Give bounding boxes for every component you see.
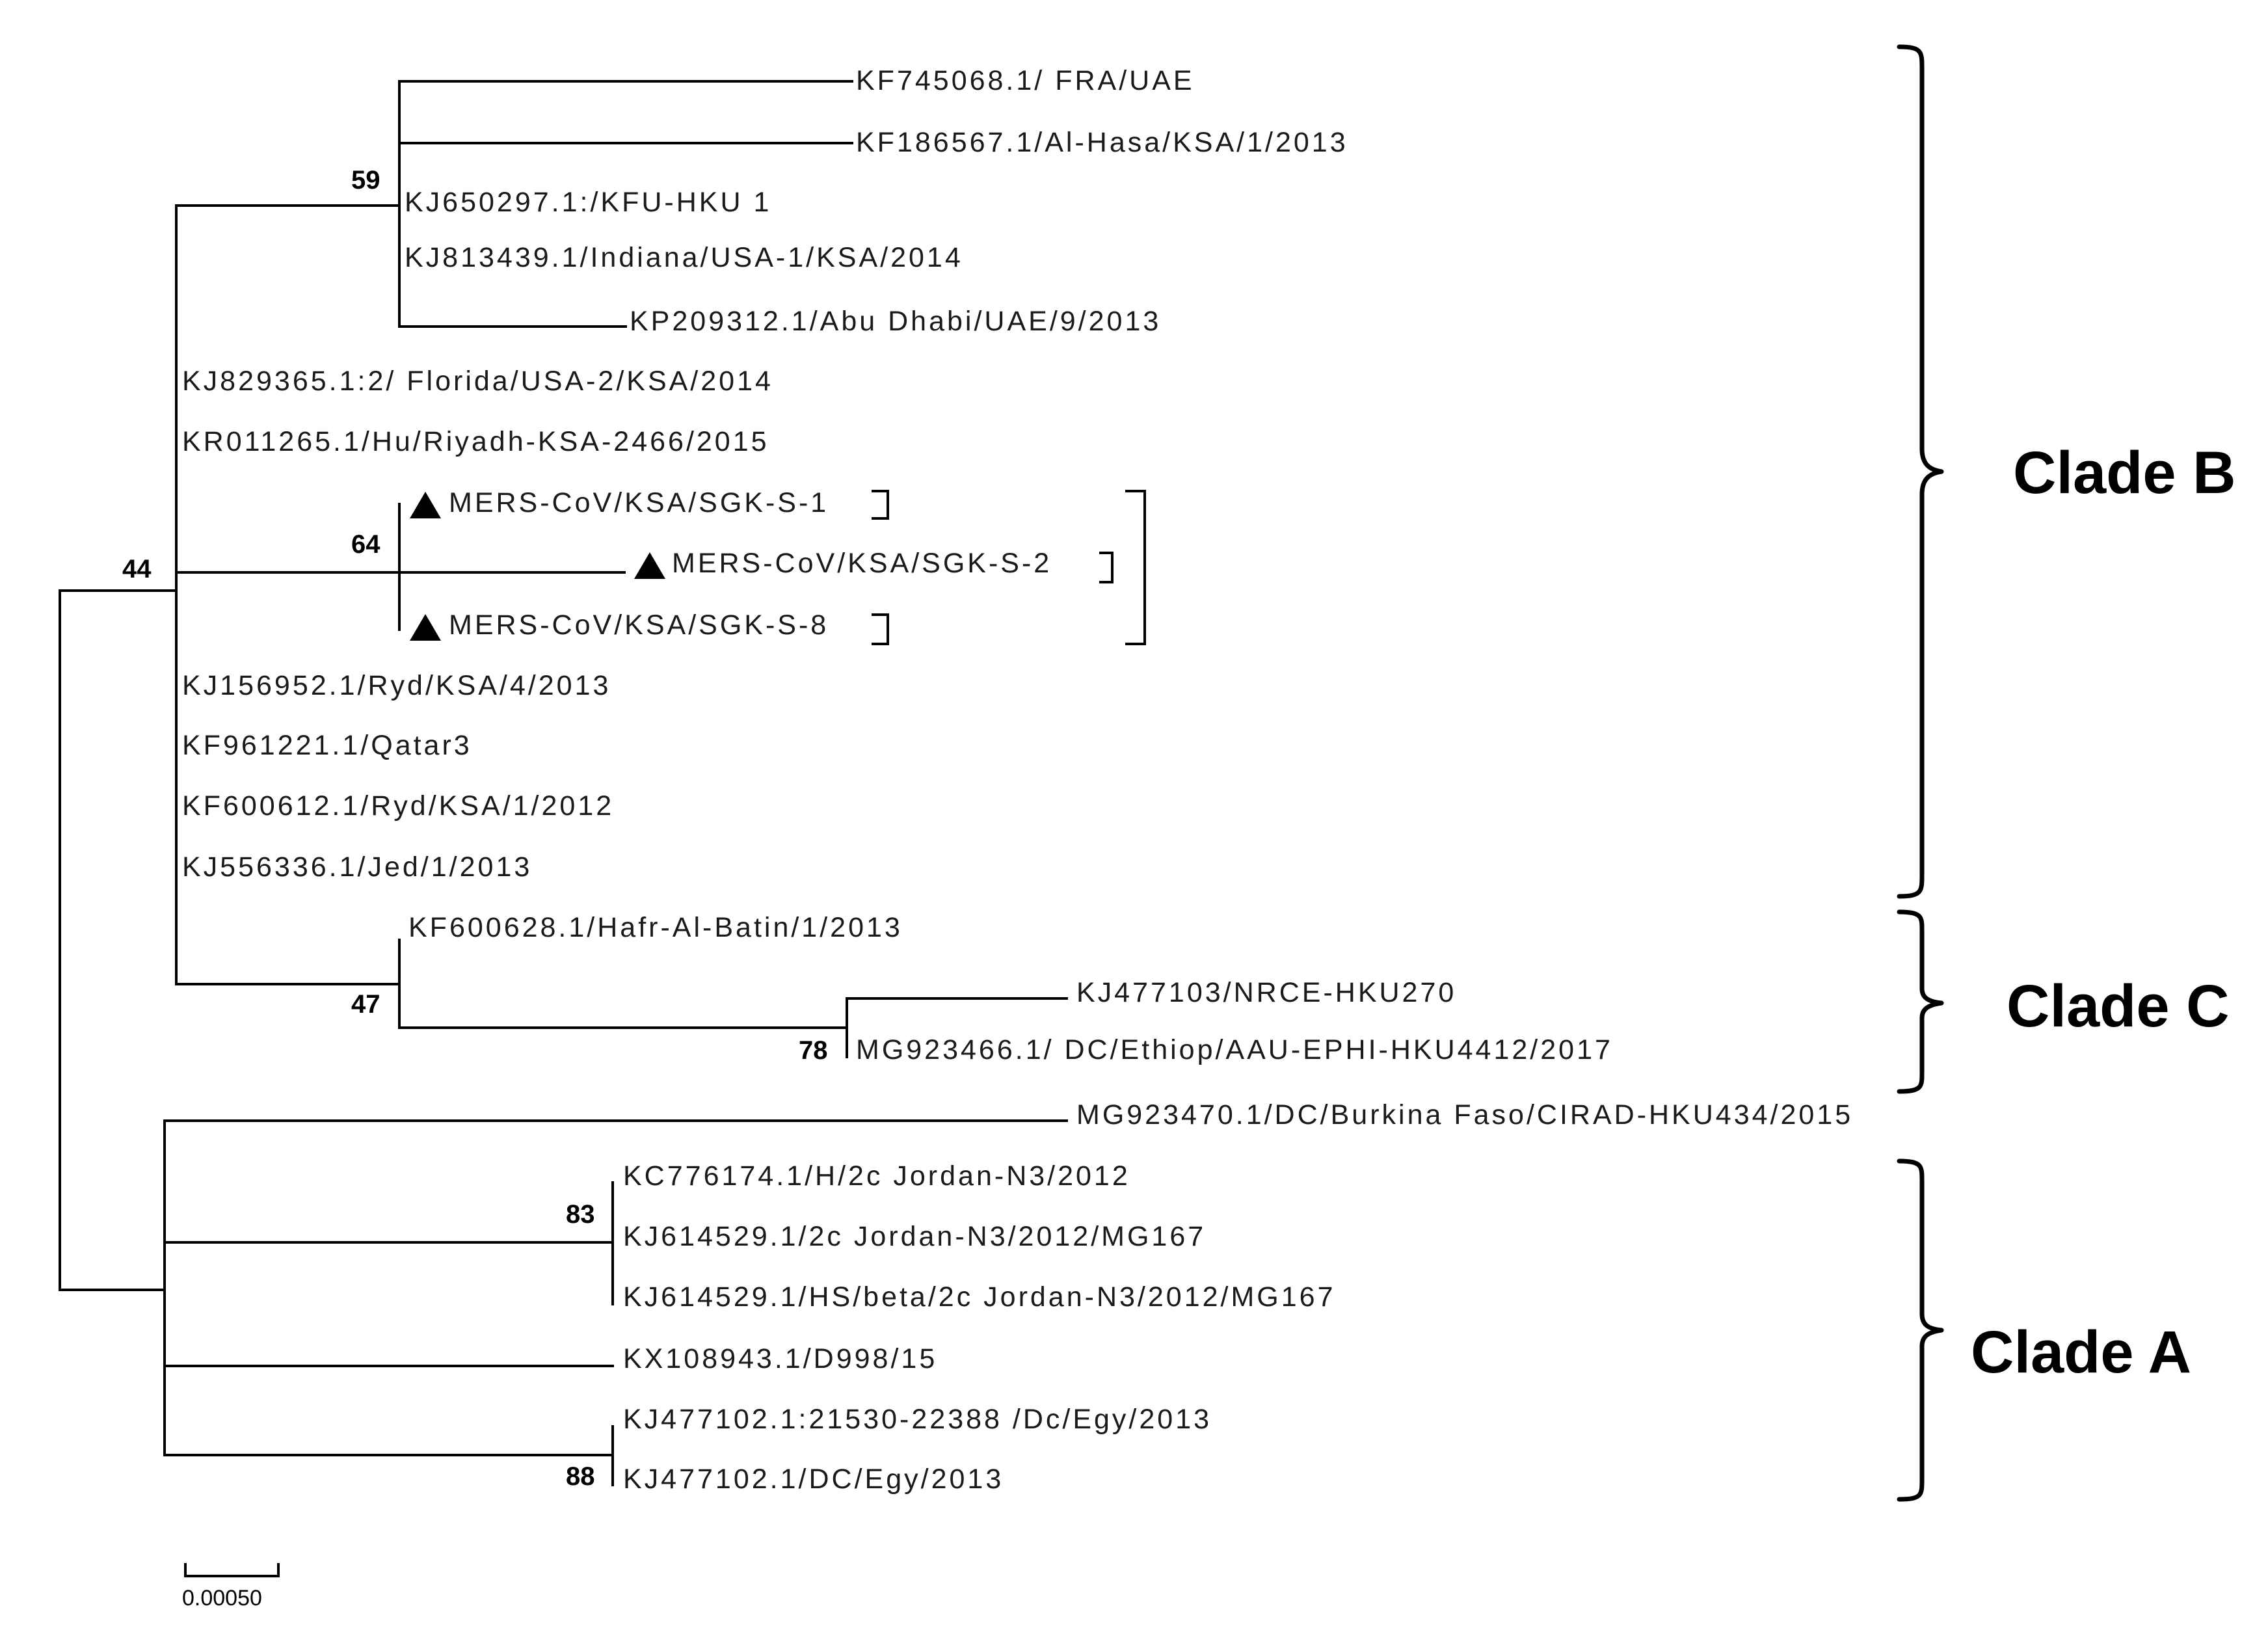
taxon-label: MG923466.1/ DC/Ethiop/AAU-EPHI-HKU4412/2…: [856, 1034, 1613, 1065]
bootstrap-value: 88: [566, 1462, 595, 1491]
taxon-label: KF600612.1/Ryd/KSA/1/2012: [182, 790, 614, 822]
taxon-label: KJ477102.1/DC/Egy/2013: [623, 1464, 1004, 1495]
taxon-label: MERS-CoV/KSA/SGK-S-1: [449, 487, 829, 518]
tree-branches: [59, 80, 1068, 1486]
bootstrap-value: 47: [351, 990, 380, 1019]
taxon-label: KJ614529.1/2c Jordan-N3/2012/MG167: [623, 1221, 1206, 1252]
clade-a-brace: [1897, 1158, 1944, 1502]
triangle-icon: [634, 552, 665, 579]
study-isolate-markers: [410, 492, 665, 641]
bootstrap-values: 59 44 64 47 78 83 88: [122, 166, 828, 1491]
taxon-label: KR011265.1/Hu/Riyadh-KSA-2466/2015: [182, 426, 769, 457]
isolate-bracket: [872, 490, 889, 520]
bootstrap-value: 59: [351, 166, 380, 194]
isolate-group-brackets: [872, 490, 1146, 645]
taxon-label: KJ477103/NRCE-HKU270: [1076, 977, 1456, 1008]
taxon-label: KX108943.1/D998/15: [623, 1343, 937, 1374]
triangle-icon: [410, 492, 441, 518]
clade-b-brace: [1897, 44, 1944, 899]
taxon-label: KJ556336.1/Jed/1/2013: [182, 851, 532, 883]
bootstrap-value: 64: [351, 530, 380, 559]
taxon-label: MG923470.1/DC/Burkina Faso/CIRAD-HKU434/…: [1076, 1099, 1853, 1130]
taxon-label: KP209312.1/Abu Dhabi/UAE/9/2013: [630, 306, 1161, 337]
scale-bar-label: 0.00050: [182, 1586, 262, 1611]
taxon-label: MERS-CoV/KSA/SGK-S-8: [449, 609, 829, 641]
bootstrap-value: 83: [566, 1200, 595, 1229]
taxon-labels: KF745068.1/ FRA/UAE KF186567.1/Al-Hasa/K…: [182, 65, 1853, 1495]
taxon-label: KJ477102.1:21530-22388 /Dc/Egy/2013: [623, 1404, 1212, 1435]
clade-a-label: Clade A: [1971, 1319, 2191, 1385]
taxon-label: KF745068.1/ FRA/UAE: [856, 65, 1195, 96]
scale-bar: 0.00050: [182, 1563, 280, 1611]
isolate-bracket: [872, 613, 889, 645]
bootstrap-value: 78: [799, 1036, 828, 1065]
clade-annotations: Clade B Clade C Clade A: [1897, 44, 2236, 1502]
clade-c-brace: [1897, 909, 1944, 1094]
taxon-label: KJ650297.1:/KFU-HKU 1: [405, 187, 771, 218]
isolate-bracket: [1099, 552, 1114, 583]
isolate-group-bracket: [1125, 490, 1146, 645]
taxon-label: KF600628.1/Hafr-Al-Batin/1/2013: [408, 912, 903, 943]
taxon-label: KC776174.1/H/2c Jordan-N3/2012: [623, 1160, 1130, 1192]
taxon-label: KJ614529.1/HS/beta/2c Jordan-N3/2012/MG1…: [623, 1281, 1335, 1313]
taxon-label: MERS-CoV/KSA/SGK-S-2: [672, 548, 1052, 579]
taxon-label: KJ156952.1/Ryd/KSA/4/2013: [182, 670, 611, 701]
taxon-label: KJ813439.1/Indiana/USA-1/KSA/2014: [405, 242, 963, 273]
clade-c-label: Clade C: [2007, 973, 2230, 1039]
bootstrap-value: 44: [122, 555, 152, 583]
taxon-label: KJ829365.1:2/ Florida/USA-2/KSA/2014: [182, 366, 773, 397]
triangle-icon: [410, 614, 441, 641]
clade-b-label: Clade B: [2013, 440, 2236, 506]
taxon-label: KF961221.1/Qatar3: [182, 730, 472, 761]
taxon-label: KF186567.1/Al-Hasa/KSA/1/2013: [856, 127, 1348, 158]
